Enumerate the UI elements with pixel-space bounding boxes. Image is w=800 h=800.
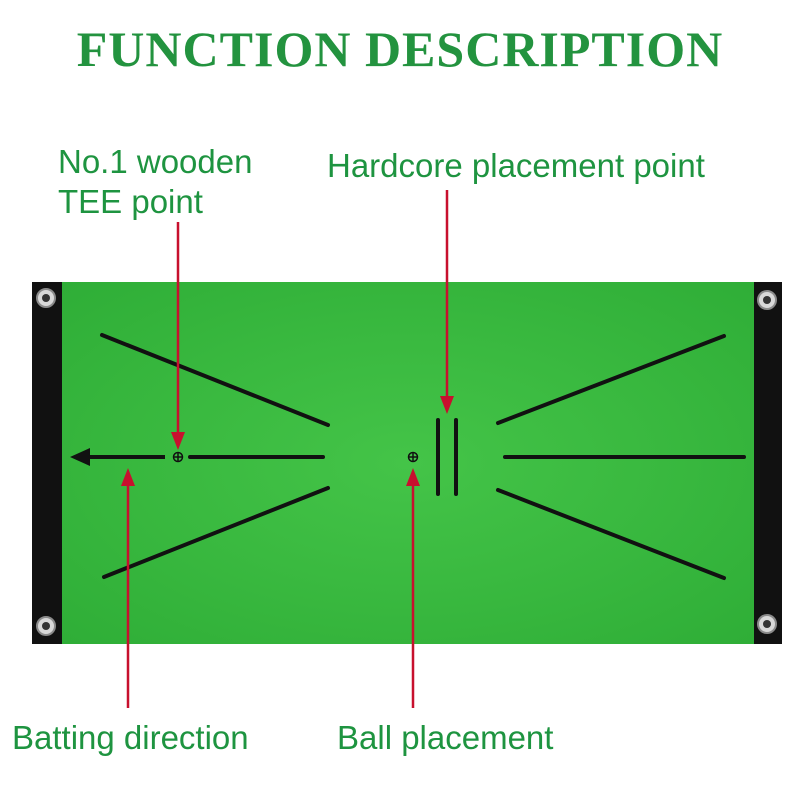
left-lower-diagonal — [102, 486, 330, 579]
right-binding — [752, 282, 782, 644]
grommet-icon — [36, 288, 56, 308]
grommet-icon — [36, 616, 56, 636]
left-binding — [32, 282, 64, 644]
hardcore-pointer-arrow — [440, 190, 454, 414]
ball-placement-label: Ball placement — [337, 719, 554, 756]
direction-arrow-icon — [70, 448, 165, 466]
batting-pointer-arrow — [121, 468, 135, 708]
tee-point-label-line1: No.1 wooden — [58, 143, 253, 180]
grommet-icon — [757, 614, 777, 634]
tee-pointer-arrow — [171, 222, 185, 450]
tee-point-label-line2: TEE point — [58, 183, 203, 220]
ball-pointer-arrow — [406, 468, 420, 708]
hardcore-placement-label: Hardcore placement point — [327, 147, 705, 184]
ball-marker-icon — [407, 451, 419, 463]
page-title: FUNCTION DESCRIPTION — [76, 21, 724, 77]
batting-direction-label: Batting direction — [12, 719, 249, 756]
practice-mat — [62, 282, 754, 644]
right-lower-diagonal — [496, 488, 726, 580]
tee-point-label: No.1 wooden TEE point — [58, 142, 252, 222]
tee-marker-icon — [172, 451, 184, 463]
right-upper-diagonal — [496, 334, 726, 425]
left-upper-diagonal — [100, 333, 330, 427]
grommet-icon — [757, 290, 777, 310]
